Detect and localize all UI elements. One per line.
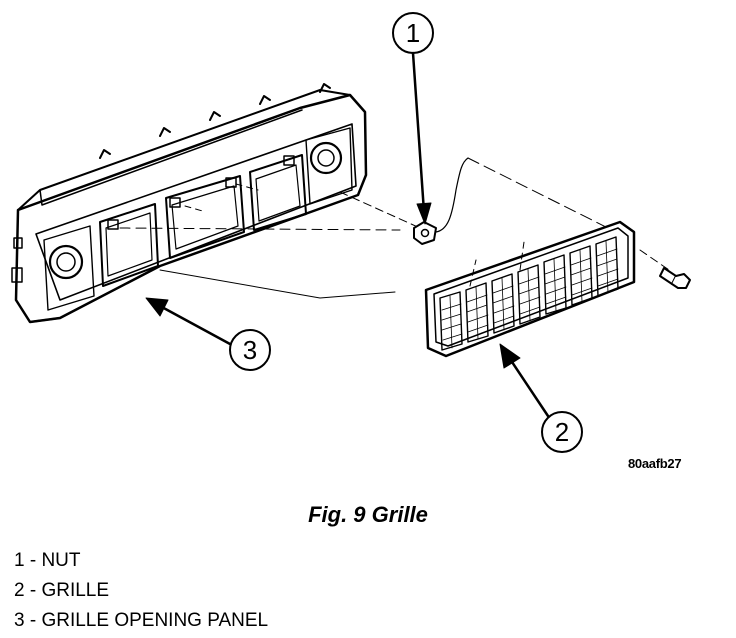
grille [424,220,691,358]
legend-item-nut: 1 - NUT [14,550,81,571]
callout-3 [145,297,271,371]
figure-reference-code: 80aafb27 [628,456,682,471]
legend-item-grille: 2 - GRILLE [14,580,110,601]
callout-3-number: 3 [243,335,257,365]
grille-exploded-diagram: 1 2 3 [11,12,691,453]
callout-1-number: 1 [406,18,420,48]
grille-opening-panel [11,83,421,324]
callout-2-number: 2 [555,417,569,447]
legend-item-grille-opening-panel: 3 - GRILLE OPENING PANEL [14,610,269,631]
figure-caption: Fig. 9 Grille [308,502,428,527]
nut [413,157,613,245]
callout-1 [392,12,434,225]
parts-legend: 1 - NUT 2 - GRILLE 3 - GRILLE OPENING PA… [14,546,268,636]
callout-2 [499,343,583,453]
